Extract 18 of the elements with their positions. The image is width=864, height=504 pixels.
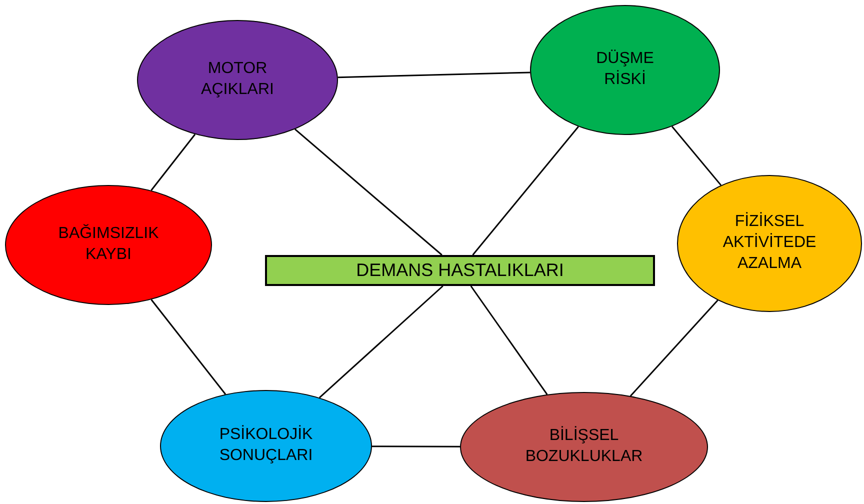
node-label: BAĞIMSIZLIK KAYBI (57, 224, 160, 265)
node-label: FİZİKSEL AKTİVİTEDE AZALMA (722, 212, 818, 274)
connector-line (150, 134, 196, 191)
node-label: DÜŞME RİSKİ (595, 49, 655, 90)
connector-line (472, 126, 579, 256)
connector-line (671, 126, 722, 186)
connector-line (294, 128, 442, 256)
connector-line (630, 300, 718, 397)
connector-line (150, 299, 226, 395)
connector-line (470, 286, 548, 395)
node-label: DEMANS HASTALIKLARI (356, 258, 564, 282)
title-box (265, 255, 655, 286)
connector-line (318, 285, 444, 398)
node-label: BİLİŞSEL BOZUKLUKLAR (524, 426, 644, 467)
node-label: MOTOR AÇIKLARI (200, 59, 275, 100)
connector-line (372, 446, 460, 448)
connector-line (338, 72, 530, 78)
node-label: PSİKOLOJİK SONUÇLARI (218, 425, 314, 466)
